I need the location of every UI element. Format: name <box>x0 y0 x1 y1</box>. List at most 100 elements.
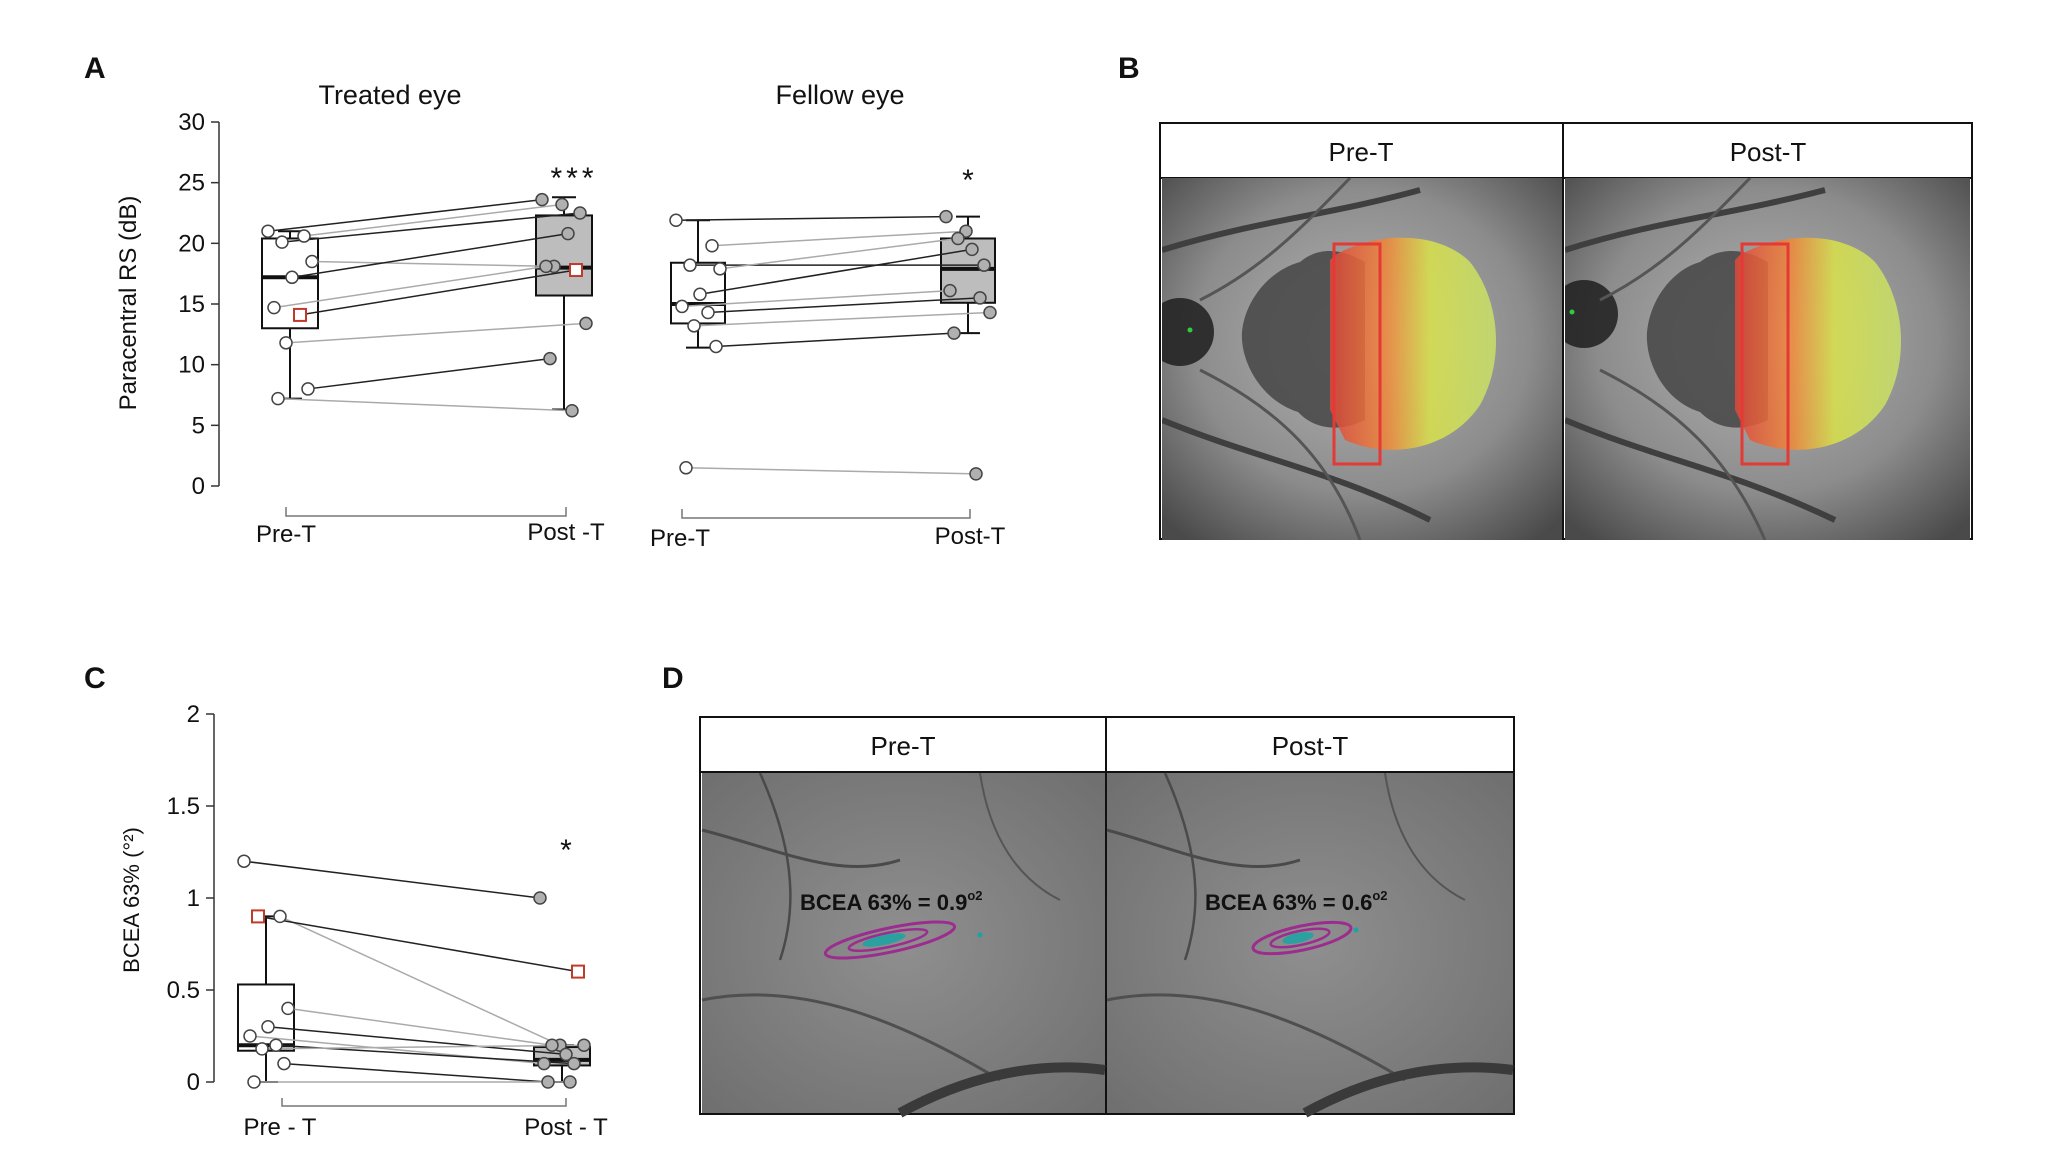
data-point <box>939 209 953 224</box>
data-point <box>701 305 715 320</box>
data-point-highlight <box>251 909 265 924</box>
fellow-eye-plot <box>669 209 997 481</box>
ytick-label: 2 <box>187 701 200 728</box>
bcea-ellipse-inner-pre <box>847 927 929 953</box>
data-point <box>709 339 723 354</box>
treated-significance: *** <box>550 162 597 195</box>
ytick-label: 10 <box>178 352 205 379</box>
panel-d-header-post: Post-T <box>1272 731 1349 761</box>
paired-line <box>287 1007 553 1046</box>
fixation-image-post: BCEA 63% = 0.6o2 <box>1106 772 1514 1118</box>
data-point <box>535 192 549 207</box>
paired-line <box>711 230 967 247</box>
data-point <box>973 291 987 305</box>
data-point <box>281 1001 295 1016</box>
fellow-eye-title: Fellow eye <box>775 80 904 110</box>
data-point <box>679 461 693 475</box>
data-point <box>559 1047 573 1062</box>
data-point <box>675 299 689 314</box>
paired-line <box>285 322 587 344</box>
fellow-xtick-post: Post-T <box>935 523 1006 550</box>
data-point <box>539 259 553 274</box>
data-point <box>705 239 719 253</box>
panel-c: BCEA 63% (°²) 00.511.52 Pre - T Post - T… <box>119 701 608 1141</box>
data-point <box>305 254 319 269</box>
data-point <box>301 382 315 396</box>
paired-line <box>273 265 547 309</box>
paired-line <box>279 915 561 1046</box>
fixation-image-pre: BCEA 63% = 0.9o2 <box>701 772 1106 1118</box>
treated-xtick-pre: Pre-T <box>256 521 316 548</box>
panel-d-header-pre: Pre-T <box>871 731 936 761</box>
data-point <box>271 391 285 406</box>
data-point <box>237 854 251 868</box>
data-point <box>561 226 575 241</box>
panel-b-header-post: Post-T <box>1730 137 1807 167</box>
paired-line <box>299 269 577 316</box>
data-point <box>297 229 311 243</box>
data-point <box>255 1042 269 1056</box>
box <box>535 214 593 297</box>
data-point <box>537 1056 551 1071</box>
data-point-highlight <box>571 964 585 979</box>
ytick-label: 1.5 <box>167 793 200 820</box>
data-point <box>567 1056 581 1071</box>
data-point <box>713 262 727 276</box>
treated-xtick-post: Post -T <box>527 519 605 546</box>
paired-line <box>303 203 563 237</box>
bcea-xtick-post: Post - T <box>524 1114 608 1141</box>
panel-label-d: D <box>662 662 684 695</box>
data-point <box>533 891 547 905</box>
paired-line <box>707 297 981 314</box>
paired-line <box>281 212 581 243</box>
data-point <box>285 270 299 285</box>
data-point <box>279 336 293 350</box>
data-point <box>275 235 289 249</box>
data-point <box>269 1038 283 1052</box>
data-point <box>261 1020 275 1034</box>
microperimetry-image-pre <box>1162 178 1562 540</box>
ytick-label: 5 <box>192 412 205 439</box>
bcea-label-pre: BCEA 63% = 0.9o2 <box>800 888 983 915</box>
data-point <box>563 1075 577 1089</box>
paired-line <box>283 1062 549 1083</box>
data-point <box>541 1075 555 1089</box>
paired-line <box>693 311 991 327</box>
data-point <box>277 1056 291 1071</box>
fellow-xtick-pre: Pre-T <box>650 525 710 552</box>
paired-line <box>243 860 541 899</box>
panel-label-a: A <box>84 52 106 85</box>
paired-line <box>715 332 955 348</box>
data-point <box>267 300 281 315</box>
ytick-label: 0.5 <box>167 977 200 1004</box>
paired-line <box>311 260 555 268</box>
data-point <box>965 242 979 257</box>
bcea-ellipse-outer-post <box>1251 920 1353 956</box>
ytick-label: 25 <box>178 170 205 197</box>
panel-c-ylabel: BCEA 63% (°²) <box>119 827 144 973</box>
ytick-label: 30 <box>178 109 205 136</box>
data-point <box>947 326 961 340</box>
data-point <box>977 258 991 272</box>
panel-c-yticks: 00.511.52 <box>167 701 214 1096</box>
data-point <box>243 1029 257 1043</box>
ytick-label: 20 <box>178 230 205 257</box>
bcea-ellipse-inner-post <box>1269 927 1331 949</box>
paired-line <box>675 215 947 222</box>
data-point <box>579 316 593 331</box>
data-point <box>577 1038 591 1052</box>
data-point <box>683 258 697 272</box>
treated-eye-title: Treated eye <box>318 80 461 110</box>
paired-line <box>291 232 569 279</box>
bcea-xtick-pre: Pre - T <box>244 1114 317 1141</box>
ytick-label: 15 <box>178 291 205 318</box>
data-point-highlight <box>293 307 307 322</box>
microperimetry-image-post <box>1565 178 1970 540</box>
fellow-significance: * <box>962 164 974 197</box>
data-point <box>969 467 983 481</box>
panel-b: Pre-T Post-T <box>1159 122 1973 540</box>
data-point <box>555 197 569 212</box>
paired-line <box>277 397 573 412</box>
treated-xaxis-bracket <box>285 507 567 517</box>
